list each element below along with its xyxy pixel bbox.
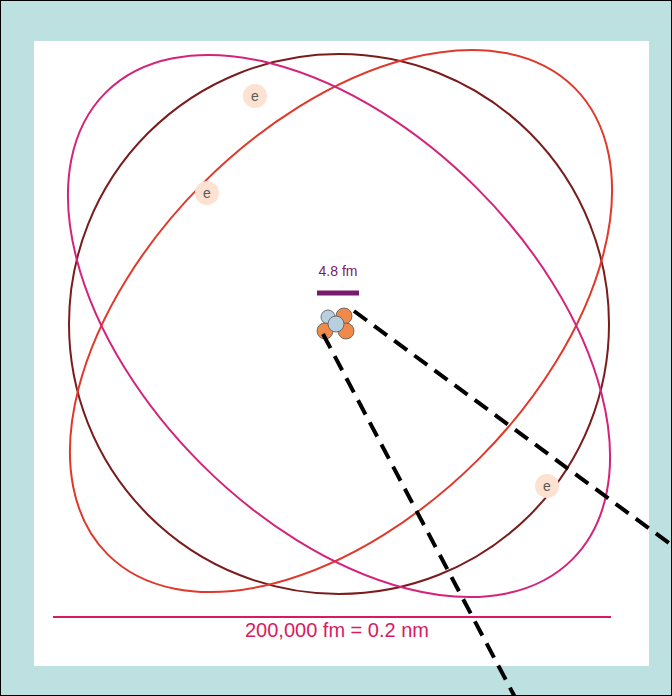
scale-bar [53,616,611,618]
electron-circle: e [195,181,219,205]
scale-bar [317,291,359,296]
orbit-circle [69,54,609,594]
dashed-leader [323,334,517,696]
electron-label: e [251,89,259,103]
electron-label: e [543,479,551,493]
electron-label: e [203,186,211,200]
electron-circle: e [243,84,267,108]
dashed-leader [354,311,672,549]
electron-circle: e [535,474,559,498]
dimension-label: 200,000 fm = 0.2 nm [245,620,429,640]
dimension-label: 4.8 fm [319,264,358,278]
